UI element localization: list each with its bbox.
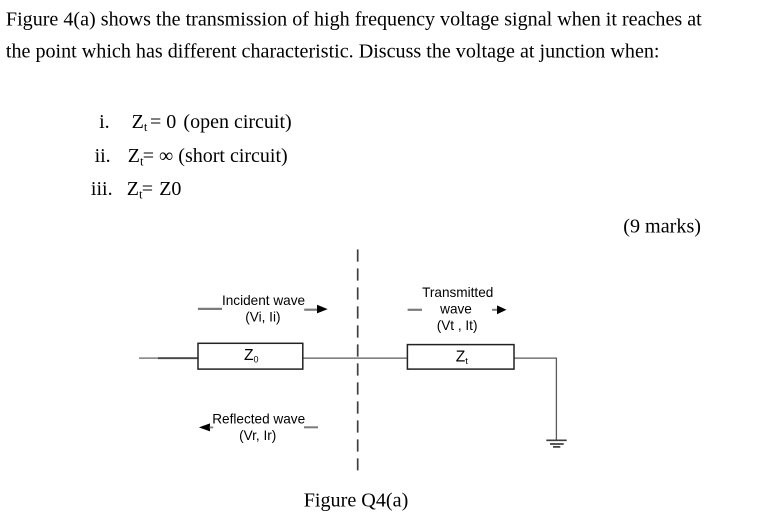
svg-text:Reflected wave: Reflected wave <box>212 411 305 426</box>
svg-text:iii.: iii. <box>91 178 113 200</box>
svg-text:(Vi, Ii): (Vi, Ii) <box>245 310 280 325</box>
svg-text:ii.: ii. <box>95 145 111 167</box>
svg-text:Figure 4(a) shows the transmis: Figure 4(a) shows the transmission of hi… <box>6 9 702 31</box>
svg-text:Incident wave: Incident wave <box>222 293 305 308</box>
svg-text:Zt = 0 (open circuit): Zt = 0 (open circuit) <box>132 111 292 134</box>
svg-text:wave: wave <box>439 302 472 317</box>
svg-text:the point which has different: the point which has different characteri… <box>6 41 660 63</box>
svg-text:Transmitted: Transmitted <box>422 285 493 300</box>
svg-text:i.: i. <box>99 111 110 133</box>
svg-text:Zt= Z0: Zt= Z0 <box>127 178 182 201</box>
svg-text:(Vr, Ir): (Vr, Ir) <box>239 428 276 443</box>
svg-text:Zt: Zt <box>456 349 469 368</box>
svg-text:(Vt , It): (Vt , It) <box>437 318 478 333</box>
svg-text:Figure Q4(a): Figure Q4(a) <box>304 489 409 511</box>
svg-text:(9 marks): (9 marks) <box>623 215 701 237</box>
svg-text:Zt= ∞ (short circuit): Zt= ∞ (short circuit) <box>128 145 288 168</box>
